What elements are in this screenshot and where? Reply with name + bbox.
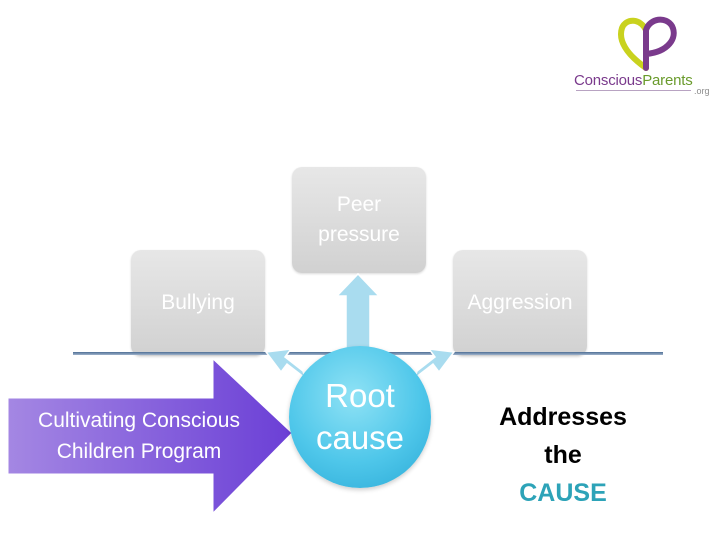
effect-box-aggression: Aggression: [453, 250, 587, 356]
arrow-to-bullying: [264, 348, 307, 381]
cause-line3: CAUSE: [519, 479, 607, 507]
effect-box-peer-pressure: Peer pressure: [292, 167, 426, 273]
effect-label-aggression: Aggression: [467, 291, 573, 314]
addresses-cause-text: Addresses the CAUSE: [470, 398, 656, 512]
logo-name-part2: Parents: [642, 72, 693, 89]
heart-logo-icon: [618, 16, 677, 71]
effect-box-bullying: Bullying: [131, 250, 265, 356]
program-label: Cultivating Conscious Children Program: [8, 405, 270, 467]
arrow-up-to-peer-pressure: [335, 272, 381, 351]
cause-line2: the: [544, 441, 582, 469]
logo-tld: .org: [694, 86, 710, 96]
effect-label-peer-line1: Peer: [336, 193, 382, 216]
cause-line1: Addresses: [499, 403, 627, 431]
program-label-line1: Cultivating Conscious: [38, 409, 240, 432]
program-arrow: [7, 357, 293, 515]
effect-label-bullying: Bullying: [161, 291, 235, 314]
logo-underline: [576, 90, 691, 91]
arrow-to-aggression: [413, 348, 456, 381]
conscious-parents-logo: ConsciousParents .org: [572, 10, 720, 96]
logo-wordmark: ConsciousParents: [574, 72, 693, 89]
effect-label-peer-line2: pressure: [318, 223, 400, 246]
root-label-line1: Root: [325, 377, 395, 414]
program-label-line2: Children Program: [56, 440, 222, 463]
logo-name-part1: Conscious: [574, 72, 643, 89]
root-label-line2: cause: [315, 419, 405, 456]
root-cause-circle: Root cause: [289, 346, 431, 488]
